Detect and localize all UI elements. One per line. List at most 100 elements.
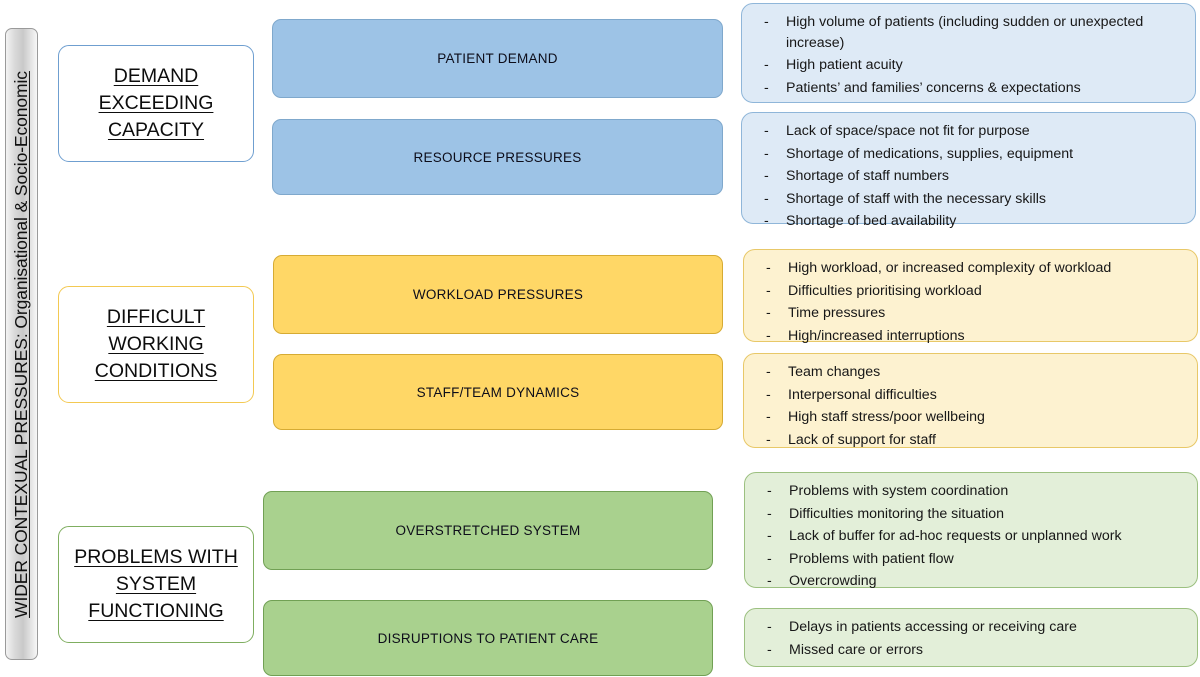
theme-label-staff-team-dynamics: STAFF/TEAM DYNAMICS xyxy=(416,384,580,400)
bullet-dash-icon: - xyxy=(766,282,771,299)
detail-bullet-text: High staff stress/poor wellbeing xyxy=(788,409,985,425)
detail-list-staff-team-dynamics: -Team changes-Interpersonal difficulties… xyxy=(756,362,1183,450)
banner-label: WIDER CONTEXUAL PRESSURES: Organisationa… xyxy=(11,70,32,618)
theme-box-workload-pressures: WORKLOAD PRESSURES xyxy=(273,255,723,334)
theme-box-resource-pressures: RESOURCE PRESSURES xyxy=(272,119,723,195)
theme-box-staff-team-dynamics: STAFF/TEAM DYNAMICS xyxy=(273,354,723,430)
bullet-dash-icon: - xyxy=(764,213,769,229)
detail-list-patient-demand: - High volume of patients (including sudd… xyxy=(754,12,1181,98)
bullet-dash-icon: - xyxy=(767,641,772,658)
bullet-dash-icon: - xyxy=(766,364,771,380)
bullet-dash-icon: - xyxy=(764,145,769,162)
bullet-dash-icon: - xyxy=(766,409,771,425)
bullet-dash-icon: - xyxy=(764,57,769,73)
bullet-dash-icon: - xyxy=(767,619,772,635)
bullet-dash-icon: - xyxy=(766,386,771,403)
bullet-dash-icon: - xyxy=(767,550,772,567)
detail-bullet-text: Missed care or errors xyxy=(789,641,924,658)
detail-bullet-item: - Shortage of bed availability xyxy=(754,211,1181,232)
theme-box-overstretched-system: OVERSTRETCHED SYSTEM xyxy=(263,491,713,570)
detail-bullet-item: -Lack of support for staff xyxy=(756,430,1183,451)
detail-bullet-item: - Lack of space/space not fit for purpose xyxy=(754,121,1181,142)
detail-box-patient-demand: - High volume of patients (including sudd… xyxy=(741,3,1196,103)
detail-bullet-item: -Missed care or errors xyxy=(757,640,1183,661)
detail-bullet-text: Team changes xyxy=(788,364,881,380)
detail-list-resource-pressures: - Lack of space/space not fit for purpose… xyxy=(754,121,1181,232)
detail-bullet-item: - Time pressures xyxy=(756,303,1183,324)
detail-box-disruptions-to-patient-care: - Delays in patients accessing or receivi… xyxy=(744,608,1198,667)
detail-bullet-item: - High staff stress/poor wellbeing xyxy=(756,407,1183,428)
detail-bullet-item: - High workload, or increased complexity … xyxy=(756,258,1183,279)
detail-bullet-item: - Overcrowding xyxy=(757,571,1183,592)
detail-bullet-text: Interpersonal difficulties xyxy=(788,386,937,403)
bullet-dash-icon: - xyxy=(764,190,769,207)
category-label-demand-exceeding-capacity: DEMAND EXCEEDING CAPACITY xyxy=(98,65,214,141)
detail-bullet-item: - Shortage of staff numbers xyxy=(754,166,1181,187)
detail-bullet-text: Time pressures xyxy=(788,305,886,321)
detail-bullet-text: Patients’ and families’ concerns & expec… xyxy=(786,79,1081,96)
theme-label-overstretched-system: OVERSTRETCHED SYSTEM xyxy=(395,523,581,538)
detail-bullet-text: Lack of space/space not fit for purpose xyxy=(786,123,1030,139)
theme-box-disruptions-to-patient-care: DISRUPTIONS TO PATIENT CARE xyxy=(263,600,713,676)
category-box-difficult-working-conditions: DIFFICULT WORKING CONDITIONS xyxy=(58,286,254,403)
bullet-dash-icon: - xyxy=(764,14,769,30)
theme-label-resource-pressures: RESOURCE PRESSURES xyxy=(413,149,582,165)
theme-box-patient-demand: PATIENT DEMAND xyxy=(272,19,723,98)
bullet-dash-icon: - xyxy=(767,573,772,589)
detail-bullet-text: Difficulties prioritising workload xyxy=(788,282,982,299)
detail-bullet-item: -Difficulties monitoring the situation xyxy=(757,504,1183,525)
detail-box-overstretched-system: -Problems with system coordination-Diffi… xyxy=(744,472,1198,589)
detail-bullet-text: Problems with patient flow xyxy=(789,550,954,567)
detail-list-workload-pressures: - High workload, or increased complexity … xyxy=(756,258,1183,346)
bullet-dash-icon: - xyxy=(766,305,771,321)
theme-label-workload-pressures: WORKLOAD PRESSURES xyxy=(412,287,584,302)
bullet-dash-icon: - xyxy=(764,79,769,96)
category-label-difficult-working-conditions: DIFFICULT WORKING CONDITIONS xyxy=(94,306,218,382)
detail-bullet-text: Shortage of medications, supplies, equip… xyxy=(786,145,1074,162)
detail-bullet-text: Shortage of staff numbers xyxy=(786,168,949,184)
bullet-dash-icon: - xyxy=(767,483,772,499)
detail-bullet-item: -Difficulties prioritising workload xyxy=(756,281,1183,302)
theme-label-disruptions-to-patient-care: DISRUPTIONS TO PATIENT CARE xyxy=(377,630,599,646)
detail-bullet-item: - Problems with system coordination xyxy=(757,481,1183,502)
detail-bullet-text: Overcrowding xyxy=(789,573,877,589)
detail-box-resource-pressures: - Lack of space/space not fit for purpose… xyxy=(741,112,1196,229)
detail-box-workload-pressures: - High workload, or increased complexity … xyxy=(743,249,1198,344)
bullet-dash-icon: - xyxy=(767,505,772,522)
detail-bullet-text: Lack of support for staff xyxy=(788,431,936,448)
category-box-problems-with-system-functioning: PROBLEMS WITH SYSTEM FUNCTIONING xyxy=(58,526,254,643)
detail-bullet-text: Lack of buffer for ad-hoc requests or un… xyxy=(789,528,1122,544)
detail-bullet-text: Problems with system coordination xyxy=(789,483,1009,499)
detail-bullet-item: - Delays in patients accessing or receivi… xyxy=(757,617,1183,638)
detail-bullet-text: High/increased interruptions xyxy=(788,327,965,344)
detail-bullet-item: -Problems with patient flow xyxy=(757,549,1183,570)
detail-bullet-text: Delays in patients accessing or receivin… xyxy=(789,619,1077,635)
detail-bullet-item: -High/increased interruptions xyxy=(756,326,1183,347)
bullet-dash-icon: - xyxy=(767,528,772,544)
detail-bullet-item: -Shortage of staff with the necessary sk… xyxy=(754,189,1181,210)
detail-bullet-text: Difficulties monitoring the situation xyxy=(789,505,1005,522)
detail-bullet-text: Shortage of staff with the necessary ski… xyxy=(786,190,1046,207)
bullet-dash-icon: - xyxy=(764,168,769,184)
detail-bullet-item: -Patients’ and families’ concerns & expe… xyxy=(754,78,1181,99)
detail-bullet-text: High workload, or increased complexity o… xyxy=(788,260,1112,276)
detail-bullet-item: -Interpersonal difficulties xyxy=(756,385,1183,406)
detail-bullet-item: - High patient acuity xyxy=(754,55,1181,76)
detail-list-overstretched-system: -Problems with system coordination-Diffi… xyxy=(757,481,1183,592)
bullet-dash-icon: - xyxy=(764,123,769,139)
detail-bullet-item: -Shortage of medications, supplies, equi… xyxy=(754,144,1181,165)
detail-bullet-item: - High volume of patients (including sudd… xyxy=(754,12,1181,53)
wider-contextual-pressures-banner: WIDER CONTEXUAL PRESSURES: Organisationa… xyxy=(5,28,38,660)
detail-bullet-text: High volume of patients (including sudde… xyxy=(786,14,1144,51)
bullet-dash-icon: - xyxy=(766,327,771,344)
detail-bullet-item: - Lack of buffer for ad-hoc requests or u… xyxy=(757,526,1183,547)
detail-bullet-text: High patient acuity xyxy=(786,57,903,73)
detail-bullet-text: Shortage of bed availability xyxy=(786,213,957,229)
category-box-demand-exceeding-capacity: DEMAND EXCEEDING CAPACITY xyxy=(58,45,254,162)
theme-label-patient-demand: PATIENT DEMAND xyxy=(437,51,558,66)
category-label-problems-with-system-functioning: PROBLEMS WITH SYSTEM FUNCTIONING xyxy=(74,546,238,622)
detail-list-disruptions-to-patient-care: - Delays in patients accessing or receivi… xyxy=(757,617,1183,660)
bullet-dash-icon: - xyxy=(766,431,771,448)
bullet-dash-icon: - xyxy=(766,260,771,276)
